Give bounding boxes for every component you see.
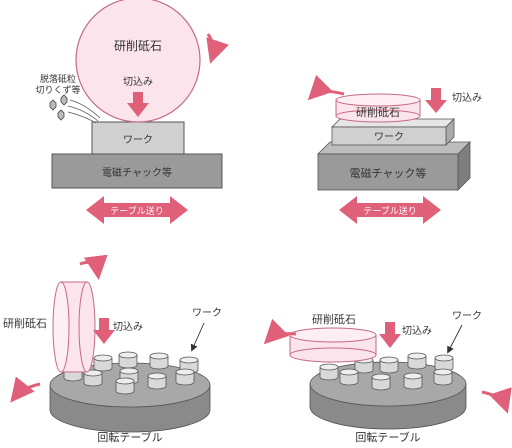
wheel-rotation-arrow [263,318,297,345]
wheel-bottom-edge [335,109,421,123]
work-piece [403,372,423,390]
grinding-wheel [75,0,201,123]
work-piece [433,368,453,386]
chuck-block [51,153,223,189]
wheel-top-face [289,327,377,343]
work-pointer [447,324,463,354]
wheel-label: 研削砥石 [3,316,47,330]
table-feed-arrow [86,196,188,224]
debris-particles [49,94,68,121]
wheel-bottom-edge [289,347,377,363]
infeed-arrow [425,88,447,113]
infeed-arrow [379,322,401,348]
work-piece [147,372,167,390]
work-piece [379,356,399,374]
table-label: 回転テーブル [355,430,420,444]
work-pointer [190,322,205,352]
wheel-label: 研削砥石 [114,39,162,53]
work-piece [339,368,359,386]
rotation-arrow [206,33,230,64]
work-label: ワーク [374,131,404,143]
infeed-label: 切込み [123,76,153,88]
panel-bottom-right: 研削砥石 切込み ワーク 回転テーブル [263,310,512,444]
table-feed-arrow [339,196,441,224]
infeed-label: 切込み [402,325,432,337]
wheel-label: 研削砥石 [356,105,400,119]
panel-top-right: 電磁チャック等 ワーク 研削砥石 切込み テーブル送り [307,74,482,224]
work-label: ワーク [192,307,222,319]
debris-particle [57,109,65,121]
panel-bottom-left: 研削砥石 切込み ワーク 回転テーブル [3,254,222,444]
debris-particle [60,94,68,106]
work-piece [434,354,454,372]
table-feed-label: テーブル送り [110,205,163,217]
work-piece [371,373,391,391]
infeed-arrow [93,318,115,344]
work-piece [93,354,113,372]
chuck-front-face [317,153,459,191]
rotation-arrow [307,74,345,101]
work-piece [115,377,135,395]
work-block [91,121,185,155]
work-piece [407,352,427,370]
table-label: 回転テーブル [97,430,162,444]
wheel-near-face [52,281,70,373]
work-front-face [331,126,447,146]
work-label: ワーク [123,134,153,146]
work-piece [149,352,169,370]
work-piece [175,368,195,386]
debris-label: 脱落砥粒 [40,73,76,85]
debris-particle [49,99,57,111]
debris-trajectory-lines [67,99,101,124]
wheel-label: 研削砥石 [312,312,356,326]
wheel-far-face [78,281,96,373]
table-rotation-arrow [10,376,41,403]
work-piece [319,363,339,381]
panel-top-left: 電磁チャック等 ワーク 研削砥石 切込み 脱落砥粒 切りくず等 テーブル送り [35,0,230,224]
chuck-label: 電磁チャック等 [102,166,172,179]
infeed-arrow [127,92,149,117]
debris-label-2: 切りくず等 [35,84,80,96]
wheel-rotation-arrow [79,254,108,280]
wheel-top-face [335,93,421,107]
chuck-label: 電磁チャック等 [350,166,427,180]
table-rotation-arrow [481,387,512,414]
work-label: ワーク [452,310,482,322]
infeed-label: 切込み [452,92,482,104]
work-piece [118,351,138,369]
infeed-label: 切込み [113,321,143,333]
table-feed-label: テーブル送り [363,205,416,217]
work-pieces [319,352,454,391]
